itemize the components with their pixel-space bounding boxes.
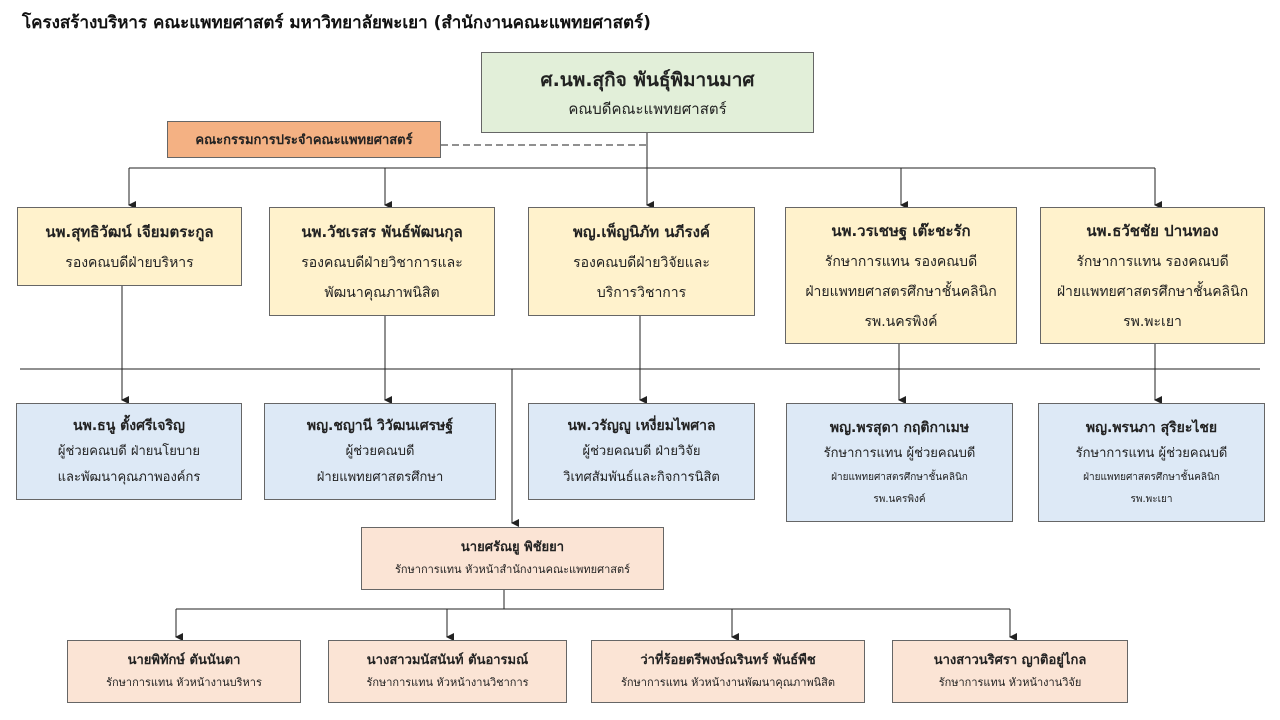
unit-head-box: นางสาวนริศรา ญาติอยู่ไกล รักษาการแทน หัว… xyxy=(892,640,1128,703)
unit-head-box: นางสาวมนัสนันท์ ตันอารมณ์ รักษาการแทน หั… xyxy=(328,640,567,703)
assistant-dean-box: พญ.พรนภา สุริยะไชย รักษาการแทน ผู้ช่วยคณ… xyxy=(1038,403,1265,522)
unit-head-name: ว่าที่ร้อยตรีพงษ์ณรินทร์ พันธ์พืช xyxy=(640,652,816,668)
unit-head-role: รักษาการแทน หัวหน้างานวิชาการ xyxy=(366,675,529,689)
dean-role: คณบดีคณะแพทยศาสตร์ xyxy=(568,99,727,118)
vice-dean-role-line2: ฝ่ายแพทยศาสตรศึกษาชั้นคลินิก xyxy=(1056,283,1249,300)
assistant-dean-role-line3: รพ.พะเยา xyxy=(1130,493,1173,505)
office-head-box: นายศรัณยู พิชัยยา รักษาการแทน หัวหน้าสำน… xyxy=(361,527,664,590)
dean-box: ศ.นพ.สุกิจ พันธุ์พิมานมาศ คณบดีคณะแพทยศา… xyxy=(481,52,814,133)
assistant-dean-box: นพ.วรัญญู เหงี่ยมไพศาล ผู้ช่วยคณบดี ฝ่าย… xyxy=(528,403,755,500)
vice-dean-role: รักษาการแทน รองคณบดี xyxy=(824,253,978,270)
office-head-role: รักษาการแทน หัวหน้าสำนักงานคณะแพทยศาสตร์ xyxy=(394,562,631,576)
assistant-dean-name: พญ.ชญานี วิวัฒนเศรษฐ์ xyxy=(306,417,454,434)
committee-box: คณะกรรมการประจำคณะแพทยศาสตร์ xyxy=(167,121,441,158)
vice-dean-box: นพ.สุทธิวัฒน์ เจียมตระกูล รองคณบดีฝ่ายบร… xyxy=(17,207,242,286)
assistant-dean-name: นพ.วรัญญู เหงี่ยมไพศาล xyxy=(567,417,716,434)
unit-head-role: รักษาการแทน หัวหน้างานพัฒนาคุณภาพนิสิต xyxy=(620,675,836,689)
dean-name: ศ.นพ.สุกิจ พันธุ์พิมานมาศ xyxy=(540,68,755,91)
assistant-dean-role: ผู้ช่วยคณบดี ฝ่ายวิจัย xyxy=(582,443,701,459)
vice-dean-name: นพ.วรเชษฐ เต๊ะชะรัก xyxy=(831,221,971,240)
office-head-name: นายศรัณยู พิชัยยา xyxy=(460,539,565,555)
assistant-dean-role: รักษาการแทน ผู้ช่วยคณบดี xyxy=(1075,445,1228,461)
unit-head-role: รักษาการแทน หัวหน้างานวิจัย xyxy=(938,675,1082,689)
unit-head-name: นางสาวมนัสนันท์ ตันอารมณ์ xyxy=(366,652,529,668)
assistant-dean-role-line2: ฝ่ายแพทยศาสตรศึกษาชั้นคลินิก xyxy=(1083,471,1220,483)
vice-dean-name: นพ.วัชเรสร พันธ์พัฒนกุล xyxy=(301,222,463,241)
vice-dean-name: นพ.สุทธิวัฒน์ เจียมตระกูล xyxy=(45,222,214,241)
vice-dean-role: รองคณบดีฝ่ายวิจัยและ xyxy=(573,254,710,271)
assistant-dean-name: พญ.พรนภา สุริยะไชย xyxy=(1085,419,1218,436)
assistant-dean-role: ผู้ช่วยคณบดี ฝ่ายนโยบาย xyxy=(57,443,201,459)
unit-head-name: นางสาวนริศรา ญาติอยู่ไกล xyxy=(933,652,1087,668)
vice-dean-box: พญ.เพ็ญนิภัท นภีรงค์ รองคณบดีฝ่ายวิจัยแล… xyxy=(528,207,755,316)
assistant-dean-role: รักษาการแทน ผู้ช่วยคณบดี xyxy=(823,445,976,461)
unit-head-box: นายพิทักษ์ ตันนันตา รักษาการแทน หัวหน้าง… xyxy=(67,640,301,703)
assistant-dean-role-line2: ฝ่ายแพทยศาสตรศึกษา xyxy=(316,469,444,485)
committee-label: คณะกรรมการประจำคณะแพทยศาสตร์ xyxy=(195,133,413,148)
assistant-dean-name: พญ.พรสุดา กฤติกาเมษ xyxy=(829,419,970,436)
vice-dean-role-line2: ฝ่ายแพทยศาสตรศึกษาชั้นคลินิก xyxy=(805,283,997,300)
chart-title: โครงสร้างบริหาร คณะแพทยศาสตร์ มหาวิทยาลั… xyxy=(22,13,651,33)
unit-head-name: นายพิทักษ์ ตันนันตา xyxy=(127,652,241,668)
vice-dean-role-line3: รพ.นครพิงค์ xyxy=(864,313,938,330)
vice-dean-name: นพ.ธวัชชัย ปานทอง xyxy=(1086,221,1219,240)
assistant-dean-role-line2: วิเทศสัมพันธ์และกิจการนิสิต xyxy=(563,469,720,485)
unit-head-role: รักษาการแทน หัวหน้างานบริหาร xyxy=(106,675,262,689)
assistant-dean-role-line3: รพ.นครพิงค์ xyxy=(873,493,926,505)
vice-dean-role: รองคณบดีฝ่ายบริหาร xyxy=(65,254,194,271)
vice-dean-role: รักษาการแทน รองคณบดี xyxy=(1076,253,1229,270)
vice-dean-box: นพ.วัชเรสร พันธ์พัฒนกุล รองคณบดีฝ่ายวิชา… xyxy=(269,207,495,316)
vice-dean-role-line2: พัฒนาคุณภาพนิสิต xyxy=(324,284,440,301)
vice-dean-role-line3: รพ.พะเยา xyxy=(1123,313,1182,330)
assistant-dean-role-line2: และพัฒนาคุณภาพองค์กร xyxy=(57,469,201,485)
assistant-dean-name: นพ.ธนู ตั้งศรีเจริญ xyxy=(73,417,185,434)
unit-head-box: ว่าที่ร้อยตรีพงษ์ณรินทร์ พันธ์พืช รักษาก… xyxy=(591,640,865,703)
vice-dean-role: รองคณบดีฝ่ายวิชาการและ xyxy=(301,254,463,271)
assistant-dean-role: ผู้ช่วยคณบดี xyxy=(345,443,415,459)
assistant-dean-box: พญ.พรสุดา กฤติกาเมษ รักษาการแทน ผู้ช่วยค… xyxy=(786,403,1013,522)
vice-dean-name: พญ.เพ็ญนิภัท นภีรงค์ xyxy=(573,222,710,241)
assistant-dean-box: นพ.ธนู ตั้งศรีเจริญ ผู้ช่วยคณบดี ฝ่ายนโย… xyxy=(16,403,242,500)
vice-dean-box: นพ.ธวัชชัย ปานทอง รักษาการแทน รองคณบดี ฝ… xyxy=(1040,207,1265,344)
vice-dean-role-line2: บริการวิชาการ xyxy=(596,284,687,301)
assistant-dean-role-line2: ฝ่ายแพทยศาสตรศึกษาชั้นคลินิก xyxy=(831,471,968,483)
vice-dean-box: นพ.วรเชษฐ เต๊ะชะรัก รักษาการแทน รองคณบดี… xyxy=(785,207,1017,344)
assistant-dean-box: พญ.ชญานี วิวัฒนเศรษฐ์ ผู้ช่วยคณบดี ฝ่ายแ… xyxy=(264,403,496,500)
